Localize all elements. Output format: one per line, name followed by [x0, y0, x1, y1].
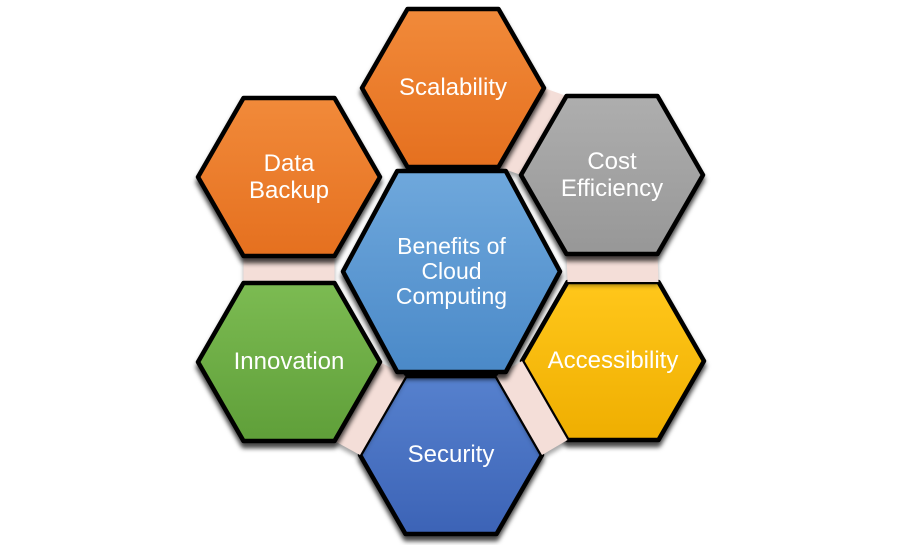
hexagon-shape-data-backup	[195, 95, 383, 259]
hexagon-shape-innovation	[195, 280, 383, 444]
connector-scalability-costefficiency	[498, 88, 567, 175]
hexagon-shape-center	[340, 168, 563, 375]
hexagon-shape-cost-efficiency	[518, 93, 706, 257]
hex-center-benefits: Benefits of Cloud Computing	[331, 159, 572, 384]
hexagon-shape-scalability	[359, 6, 547, 170]
connector-innovation-databackup	[243, 256, 335, 283]
connector-accessibility-security	[496, 361, 568, 455]
connector-costefficiency-accessibility	[566, 254, 659, 282]
connector-security-innovation	[334, 362, 406, 455]
